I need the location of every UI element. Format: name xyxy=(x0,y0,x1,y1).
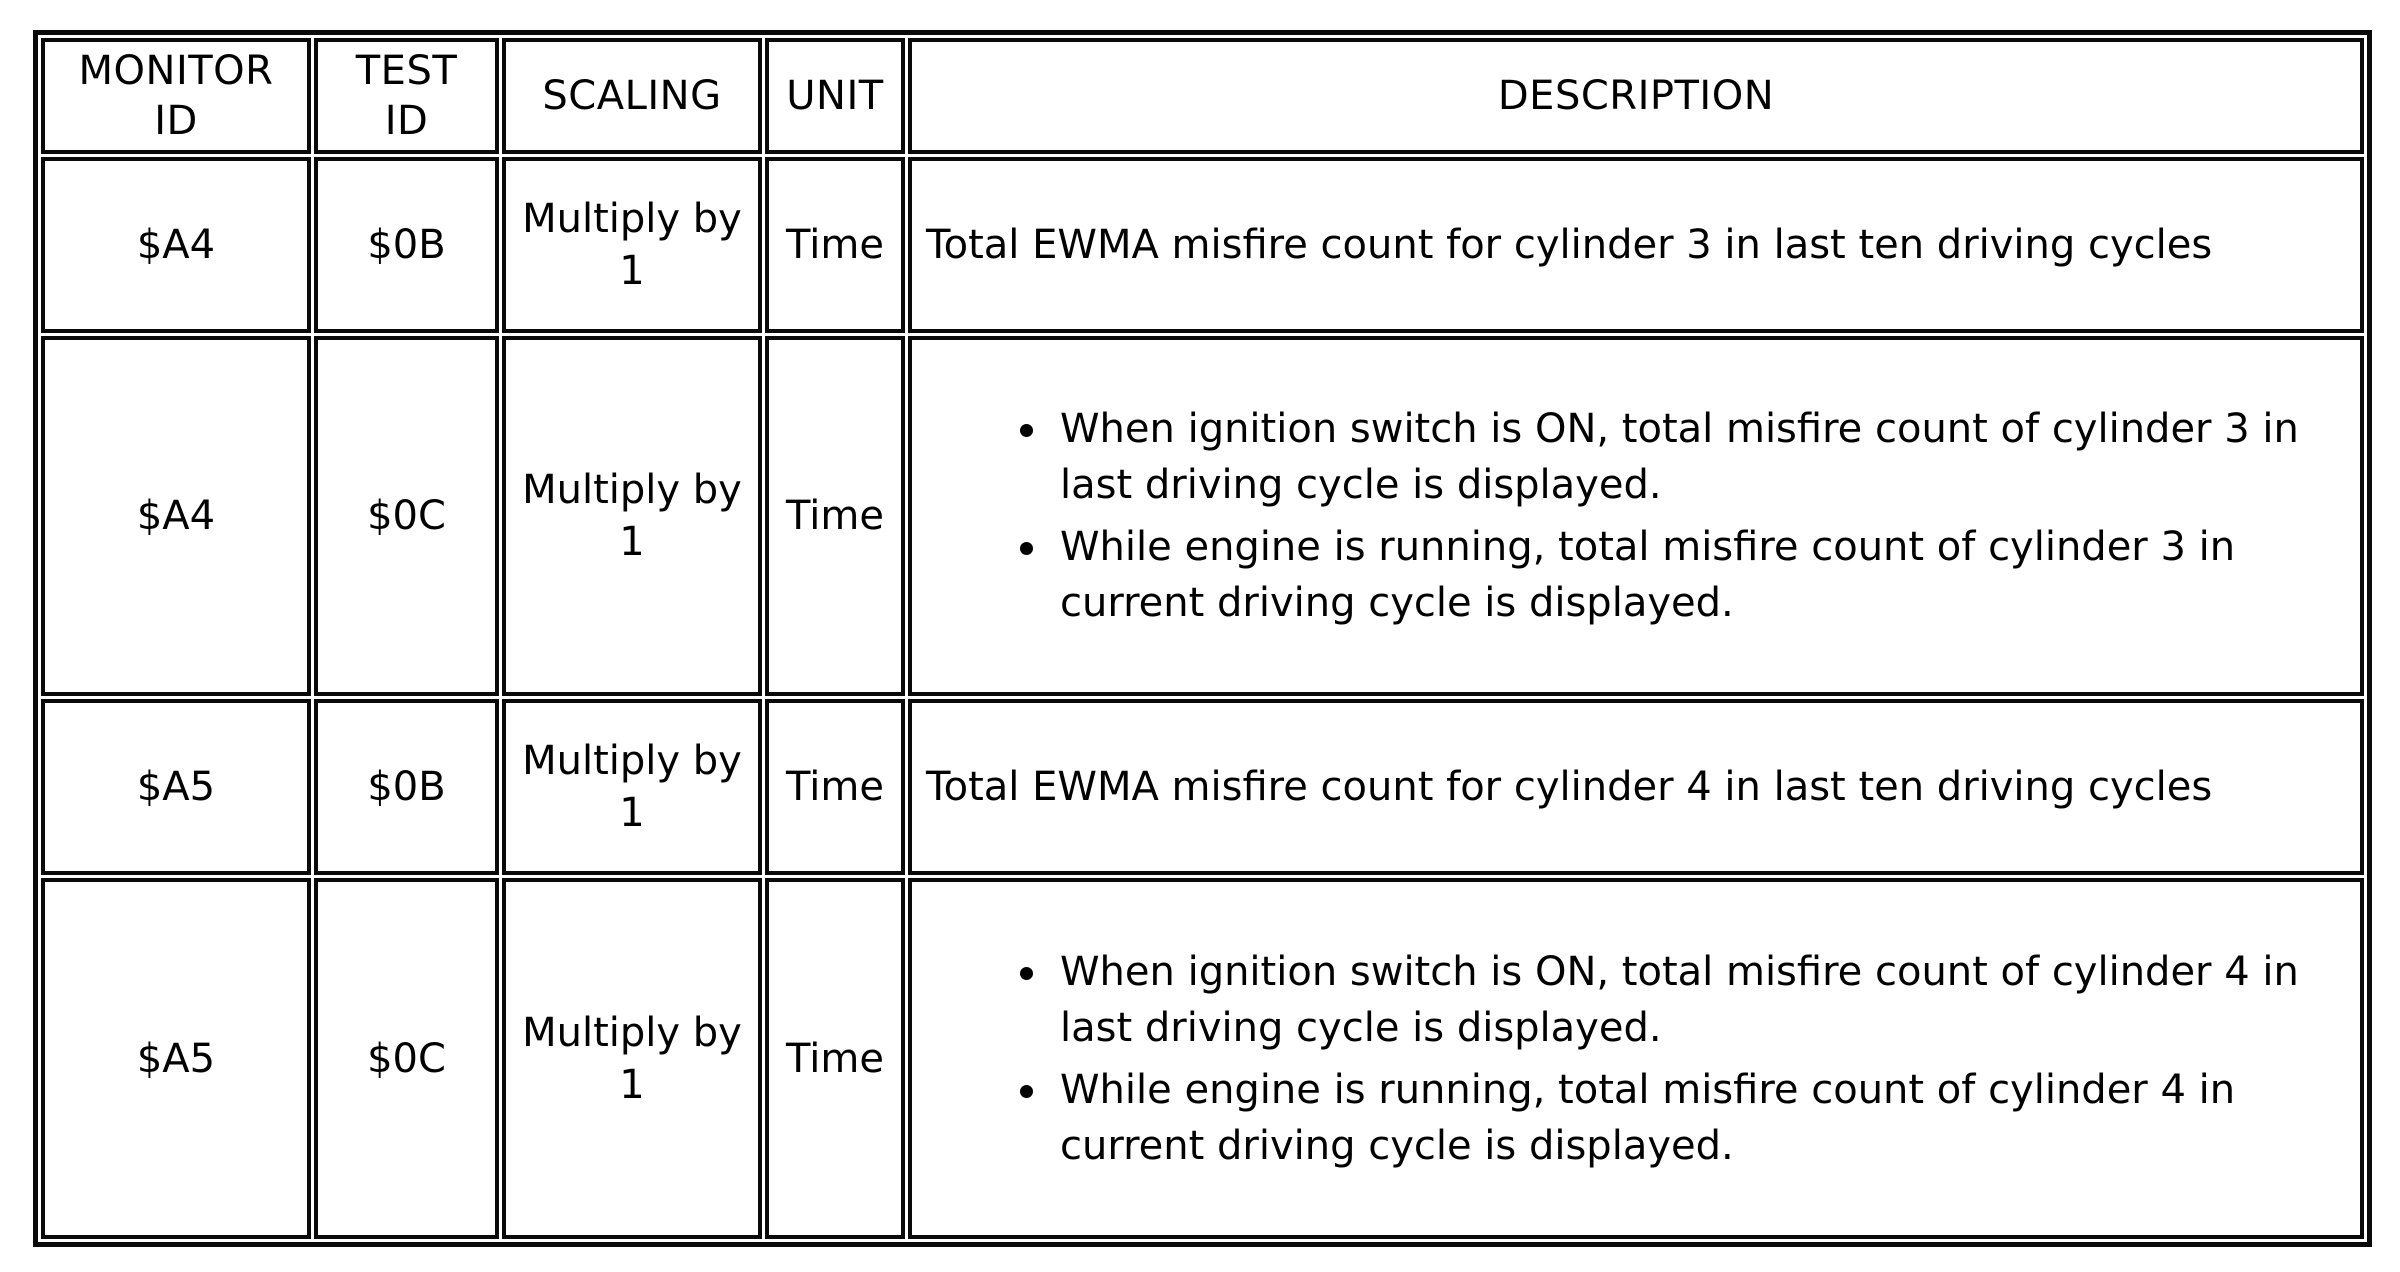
cell-description: Total EWMA misfire count for cylinder 4 … xyxy=(908,699,2364,876)
cell-scaling: Multiply by 1 xyxy=(502,699,762,876)
cell-description: When ignition switch is ON, total misfir… xyxy=(908,878,2364,1239)
cell-unit: Time xyxy=(765,335,905,697)
cell-scaling-line1: Multiply by xyxy=(522,1009,742,1056)
cell-monitor-id: $A4 xyxy=(41,157,311,333)
cell-scaling: Multiply by 1 xyxy=(502,335,762,697)
column-header-unit: UNIT xyxy=(765,38,905,154)
column-header-description: DESCRIPTION xyxy=(908,38,2364,154)
cell-unit: Time xyxy=(765,699,905,876)
column-header-monitor-id-line2: ID xyxy=(154,98,198,144)
description-bullet-item: While engine is running, total misfire c… xyxy=(1012,519,2346,631)
table-row: $A4 $0C Multiply by 1 Time When ignition… xyxy=(41,335,2364,697)
column-header-test-id-line1: TEST xyxy=(355,48,458,94)
description-text: Total EWMA misfire count for cylinder 4 … xyxy=(926,764,2213,811)
cell-description: When ignition switch is ON, total misfir… xyxy=(908,335,2364,697)
description-bullet-list: When ignition switch is ON, total misfir… xyxy=(926,944,2346,1174)
cell-test-id: $0B xyxy=(314,157,499,333)
cell-test-id: $0B xyxy=(314,699,499,876)
cell-scaling-line2: 1 xyxy=(619,519,645,566)
description-text: Total EWMA misfire count for cylinder 3 … xyxy=(926,221,2213,268)
cell-monitor-id: $A4 xyxy=(41,335,311,697)
cell-scaling: Multiply by 1 xyxy=(502,878,762,1239)
column-header-scaling: SCALING xyxy=(502,38,762,154)
monitor-test-spec-table: MONITOR ID TEST ID SCALING UNIT DESCRIPT… xyxy=(38,35,2367,1242)
cell-monitor-id: $A5 xyxy=(41,878,311,1239)
column-header-monitor-id-line1: MONITOR xyxy=(78,48,274,94)
description-bullet-item: When ignition switch is ON, total misfir… xyxy=(1012,944,2346,1056)
table-header: MONITOR ID TEST ID SCALING UNIT DESCRIPT… xyxy=(41,38,2364,154)
cell-scaling-line1: Multiply by xyxy=(522,738,742,785)
cell-description: Total EWMA misfire count for cylinder 3 … xyxy=(908,157,2364,333)
table-body: $A4 $0B Multiply by 1 Time Total EWMA mi… xyxy=(41,157,2364,1239)
cell-scaling-line2: 1 xyxy=(619,1061,645,1108)
cell-scaling-line1: Multiply by xyxy=(522,467,742,514)
cell-monitor-id: $A5 xyxy=(41,699,311,876)
cell-scaling-line2: 1 xyxy=(619,790,645,837)
table-row: $A5 $0B Multiply by 1 Time Total EWMA mi… xyxy=(41,699,2364,876)
description-bullet-list: When ignition switch is ON, total misfir… xyxy=(926,401,2346,631)
cell-scaling: Multiply by 1 xyxy=(502,157,762,333)
table-row: $A5 $0C Multiply by 1 Time When ignition… xyxy=(41,878,2364,1239)
cell-test-id: $0C xyxy=(314,335,499,697)
table-row: $A4 $0B Multiply by 1 Time Total EWMA mi… xyxy=(41,157,2364,333)
cell-unit: Time xyxy=(765,157,905,333)
cell-scaling-line2: 1 xyxy=(619,247,645,294)
column-header-test-id-line2: ID xyxy=(384,98,429,144)
column-header-monitor-id: MONITOR ID xyxy=(41,38,311,154)
column-header-test-id: TEST ID xyxy=(314,38,499,154)
table-header-row: MONITOR ID TEST ID SCALING UNIT DESCRIPT… xyxy=(41,38,2364,154)
description-bullet-item: While engine is running, total misfire c… xyxy=(1012,1062,2346,1174)
description-bullet-item: When ignition switch is ON, total misfir… xyxy=(1012,401,2346,513)
cell-test-id: $0C xyxy=(314,878,499,1239)
cell-unit: Time xyxy=(765,878,905,1239)
cell-scaling-line1: Multiply by xyxy=(522,195,742,242)
